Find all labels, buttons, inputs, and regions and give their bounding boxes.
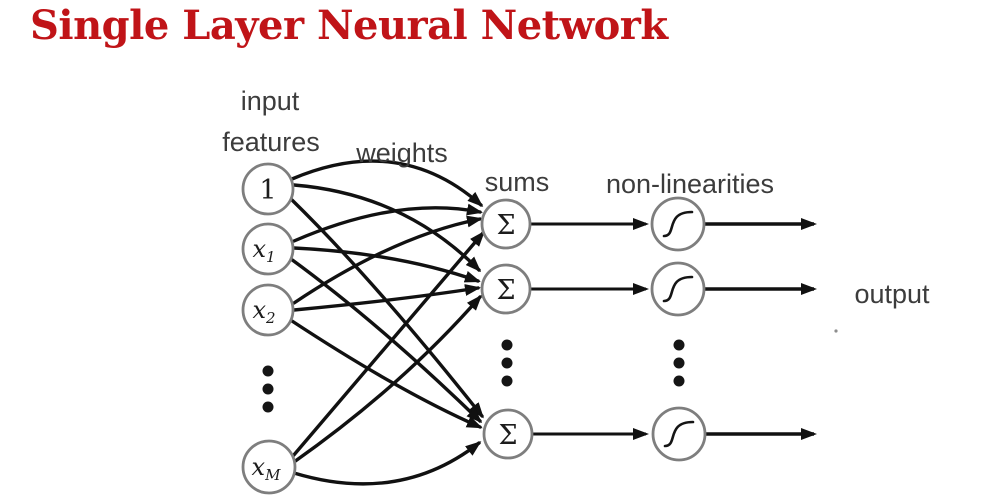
sum-node-2 [480, 263, 532, 315]
edge-x2-sum1 [292, 215, 483, 305]
input-features-label-line1: input [241, 86, 300, 116]
sums-label: sums [485, 167, 550, 197]
edge-x1-sum3 [289, 257, 483, 424]
sigmoid-icon [662, 275, 694, 303]
edge-bias-sum1 [290, 159, 484, 207]
weight-edges [289, 159, 485, 486]
sum-node-1 [480, 198, 532, 250]
input-node-x1-label: x1 [252, 235, 275, 266]
edge-xM-sum2 [292, 294, 482, 464]
edge-x1-sum2 [292, 246, 481, 283]
nonlinearity-node-1 [650, 196, 706, 252]
ellipsis-dot [673, 357, 685, 369]
edge-xM-sum3 [292, 441, 482, 486]
sigmoid-icon [662, 210, 694, 238]
weights-label: weights [355, 138, 448, 168]
edge-x1-sum1 [292, 203, 483, 243]
output-arrows [705, 218, 817, 440]
output-label: output [854, 279, 930, 309]
ellipsis-dot [501, 357, 513, 369]
sum-ellipsis [501, 339, 513, 387]
stray-mark [834, 329, 838, 333]
input-node-x2 [241, 283, 295, 337]
page-title: Single Layer Neural Network [30, 2, 668, 49]
sigmoid-icon [663, 420, 695, 448]
ellipsis-dot [501, 339, 513, 351]
input-node-xM [241, 439, 297, 495]
ellipsis-dot [501, 375, 513, 387]
ellipsis-dot [673, 339, 685, 351]
input-node-xM-label: xM [252, 453, 282, 484]
nonlinearity-node-3 [651, 406, 707, 462]
diagram-labels: input features weights sums non-linearit… [222, 86, 930, 309]
input-node-x2-label: x2 [252, 296, 275, 327]
ellipsis-dot [673, 375, 685, 387]
non-linearities-label: non-linearities [606, 169, 774, 199]
edge-xM-sum1 [291, 230, 485, 458]
sum-node-3-label: Σ [498, 420, 517, 451]
input-node-bias-label: 1 [259, 175, 276, 206]
edge-bias-sum3 [289, 197, 484, 419]
input-features-label-line2: features [222, 127, 320, 157]
ellipsis-dot [262, 365, 274, 377]
input-node-bias [241, 162, 295, 216]
nonlinearity-node-2 [650, 261, 706, 317]
sum-node-2-label: Σ [496, 275, 515, 306]
nonlinearity-nodes [650, 196, 707, 462]
sum-nodes: Σ Σ Σ [480, 198, 534, 460]
sum-to-nonlinearity-arrows [531, 218, 649, 440]
nonlinearity-ellipsis [673, 339, 685, 387]
sum-node-1-label: Σ [496, 210, 515, 241]
sum-node-3 [482, 408, 534, 460]
input-node-x1 [241, 222, 295, 276]
ellipsis-dot [262, 383, 274, 395]
edge-x2-sum2 [292, 284, 481, 312]
ellipsis-dot [262, 401, 274, 413]
input-nodes: 1 x1 x2 xM [241, 162, 297, 495]
input-ellipsis [262, 365, 274, 413]
